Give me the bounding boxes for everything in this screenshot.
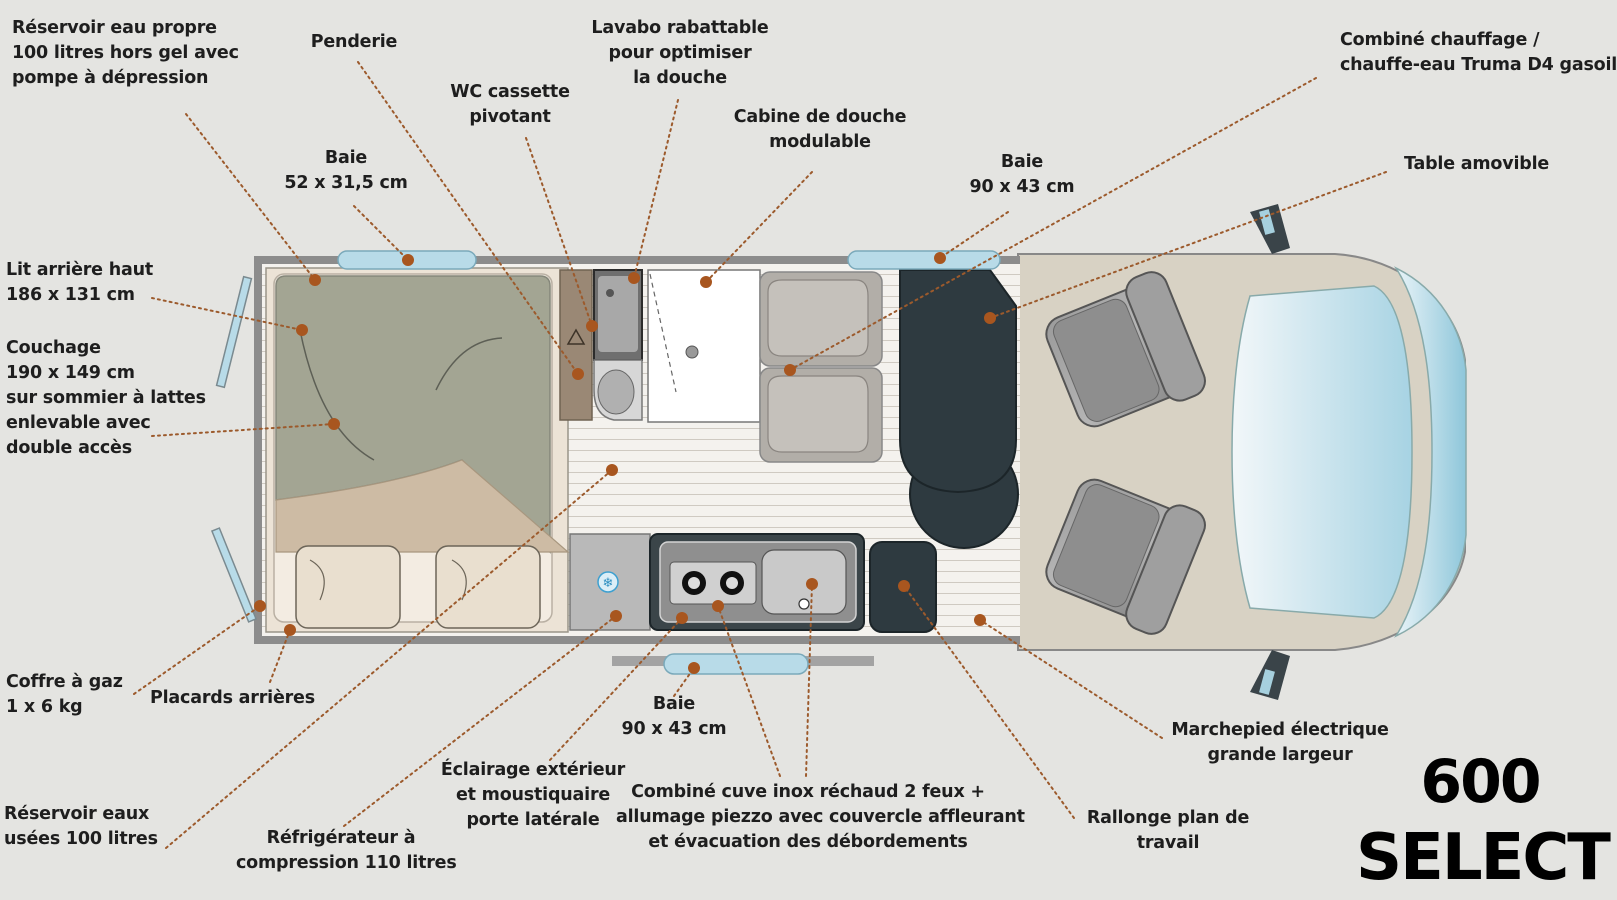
label-baie-52: Baie 52 x 31,5 cm bbox=[284, 148, 408, 193]
label-eclairage-exterieur: Éclairage extérieur et moustiquaire port… bbox=[440, 760, 626, 830]
bathroom-block bbox=[559, 269, 761, 423]
model-name: SELECT bbox=[1356, 821, 1611, 895]
dinette-table bbox=[899, 269, 1019, 549]
label-penderie: Penderie bbox=[310, 32, 398, 52]
callout-dots bbox=[254, 252, 996, 674]
windshield bbox=[1393, 266, 1467, 638]
cab-seats bbox=[1045, 271, 1206, 635]
label-baie-90-bottom: Baie 90 x 43 cm bbox=[621, 694, 727, 739]
rear-door-top bbox=[215, 275, 253, 389]
label-rallonge: Rallonge plan de travail bbox=[1086, 808, 1250, 853]
label-reservoir-eau-propre: Réservoir eau propre 100 litres hors gel… bbox=[12, 18, 239, 88]
rear-bed bbox=[265, 267, 570, 633]
shower-cabin bbox=[647, 269, 761, 423]
label-refrigerateur: Réfrigérateur à compression 110 litres bbox=[236, 828, 457, 873]
model-number: 600 bbox=[1420, 747, 1541, 817]
label-combine-cuve: Combiné cuve inox réchaud 2 feux + allum… bbox=[616, 782, 1025, 852]
wardrobe bbox=[559, 269, 593, 421]
label-marchepied: Marchepied électrique grande largeur bbox=[1171, 720, 1389, 765]
leader-lines bbox=[133, 61, 1387, 849]
rear-door-bottom bbox=[210, 527, 258, 623]
pillow-left bbox=[295, 545, 401, 629]
window-living-top bbox=[847, 250, 1001, 270]
label-placards-arrieres: Placards arrières bbox=[150, 688, 315, 708]
label-baie-90-top: Baie 90 x 43 cm bbox=[969, 152, 1075, 197]
label-reservoir-eaux-usees: Réservoir eaux usées 100 litres bbox=[4, 804, 158, 849]
dinette-benches bbox=[759, 271, 883, 463]
label-couchage: Couchage 190 x 149 cm sur sommier à latt… bbox=[6, 338, 206, 458]
dashboard bbox=[1231, 285, 1413, 619]
svg-text:❄: ❄ bbox=[603, 576, 614, 591]
label-lit-arriere: Lit arrière haut 186 x 131 cm bbox=[6, 260, 154, 305]
label-cabine-douche: Cabine de douche modulable bbox=[733, 107, 907, 152]
window-living-bottom bbox=[663, 653, 809, 675]
label-coffre-gaz: Coffre à gaz 1 x 6 kg bbox=[6, 672, 123, 717]
label-wc-cassette: WC cassette pivotant bbox=[450, 82, 570, 127]
label-combine-chauffage: Combiné chauffage / chauffe-eau Truma D4… bbox=[1340, 30, 1617, 75]
sink bbox=[761, 549, 847, 615]
bed-duvet-fold bbox=[275, 459, 570, 553]
pillow-right bbox=[435, 545, 541, 629]
shower-drain bbox=[685, 345, 699, 359]
label-lavabo-rabattable: Lavabo rabattable pour optimiser la douc… bbox=[591, 18, 769, 88]
windows bbox=[210, 250, 1001, 675]
label-table-amovible: Table amovible bbox=[1404, 154, 1550, 174]
kitchen-block: ❄ bbox=[569, 533, 937, 633]
